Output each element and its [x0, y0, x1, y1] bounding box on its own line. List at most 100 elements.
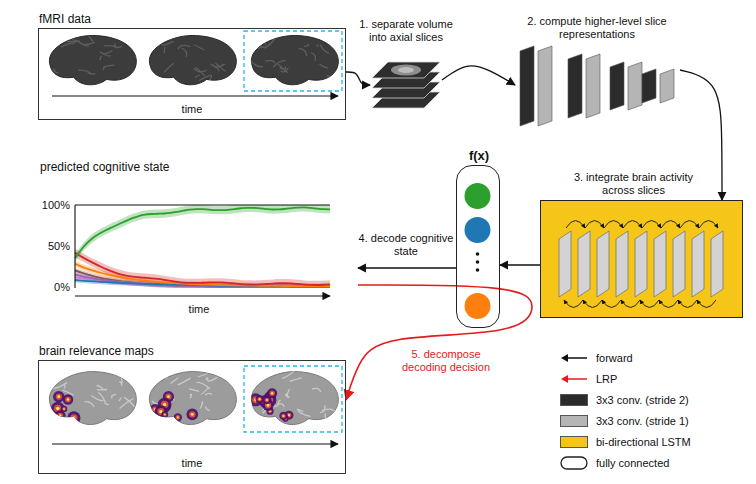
slice-representation [654, 231, 666, 297]
axis-label: time [40, 303, 358, 316]
recurrent-arc [680, 221, 699, 229]
hotspot [256, 395, 264, 403]
hotspot [189, 411, 195, 417]
selection-box [244, 366, 342, 432]
brain-sulcus [120, 381, 123, 383]
recurrent-arc [604, 221, 623, 229]
conv-layer-stride2 [520, 46, 534, 126]
brain-surface [49, 35, 136, 84]
forward-arrow [346, 72, 370, 85]
brain-sulcus [277, 404, 284, 407]
selection-box [244, 31, 342, 91]
axial-slice [372, 62, 440, 78]
brain-sulcus [290, 378, 302, 382]
slice-representation [616, 231, 628, 297]
brain-sulcus [263, 42, 266, 45]
probability-line [75, 207, 330, 258]
output-unit [465, 293, 491, 319]
hotspot [191, 413, 194, 416]
brain-sulcus [164, 63, 174, 72]
legend-entry: bi-directional LSTM [560, 434, 691, 450]
hotspot [57, 395, 60, 398]
relevance-hotspots [249, 388, 293, 422]
slice-representation [578, 231, 590, 297]
conv-layer-stride2 [568, 54, 582, 118]
legend-sample [560, 456, 588, 470]
legend-arrow-line [566, 378, 587, 380]
time-arrow [52, 443, 338, 444]
slice-texture [391, 65, 421, 76]
slice-texture [398, 67, 414, 73]
panel-heading: 3. integrate brain activity across slice… [561, 171, 706, 197]
legend-text: 3x3 conv. (stride 1) [596, 415, 689, 427]
brain-sulcus [54, 382, 68, 388]
panel-heading: fMRI data [39, 13, 91, 26]
brain-sulcus [316, 45, 318, 47]
lstm-illustration [541, 201, 741, 316]
brain-sulcus [154, 45, 160, 46]
recurrent-arc [602, 300, 621, 308]
legend-sample [560, 372, 588, 386]
brain-sulcus [281, 68, 289, 72]
hotspot [153, 415, 156, 418]
fully-connected-box: f(x) [456, 165, 500, 328]
brain-sulcus [312, 388, 321, 392]
hotspot [162, 411, 169, 418]
hotspot [62, 407, 66, 411]
brain-sulcus [321, 45, 330, 54]
brain-sulcus [208, 377, 218, 381]
hotspot [163, 413, 167, 417]
brain-sulcus [320, 405, 325, 412]
brain-sulcus [205, 393, 211, 395]
brain-sulcus [194, 45, 204, 50]
brain-sulcus [200, 401, 203, 408]
brain-surface [149, 372, 236, 425]
hotspot [177, 416, 179, 418]
brain-sulcus [282, 371, 294, 378]
conv-layer-stride1 [538, 46, 552, 126]
brain-sulcus [258, 379, 261, 383]
hotspot [53, 391, 64, 402]
hotspot [57, 413, 63, 419]
recurrent-arc [678, 300, 697, 308]
hotspot [55, 410, 66, 421]
hotspot [265, 398, 269, 402]
hotspot [257, 397, 262, 402]
brain-sulcus [265, 39, 276, 48]
legend-entry: 3x3 conv. (stride 1) [560, 413, 689, 429]
hotspot [164, 414, 166, 416]
brain-sulcus [265, 61, 275, 64]
legend-swatch [560, 436, 588, 448]
step-label: 5. decompose decoding decision [390, 348, 502, 374]
brain-sulcus [190, 394, 192, 398]
confidence-band [75, 205, 330, 262]
panel-heading: f(x) [447, 149, 511, 162]
recurrent-arc [583, 300, 602, 308]
brain-sulcus [85, 402, 95, 407]
brain-sulcus [195, 75, 200, 78]
brain-sulcus [201, 387, 209, 394]
brain-image [49, 34, 136, 85]
relevance-hotspots [149, 391, 199, 423]
hotspot [175, 415, 180, 420]
axis-label: time [39, 457, 345, 470]
legend-text: LRP [596, 373, 617, 385]
output-unit [465, 217, 491, 243]
brain-image [149, 35, 237, 84]
axis-label: time [39, 103, 345, 116]
brain-sulcus [100, 52, 111, 56]
hotspot [151, 417, 153, 419]
brain-sulcus [327, 75, 339, 80]
hotspot [149, 415, 156, 422]
legend-swatch [560, 394, 588, 406]
brain-sulcus [164, 47, 166, 53]
brain-sulcus [311, 53, 316, 62]
legend-rounded-box [561, 457, 587, 469]
legend-text: forward [596, 352, 633, 364]
conv-layer-stride1 [586, 54, 600, 118]
hotspot [55, 416, 58, 419]
recurrent-arc [640, 300, 659, 308]
brain-sulcus [171, 378, 179, 384]
legend-sample [560, 351, 588, 365]
confidence-band [75, 249, 330, 288]
